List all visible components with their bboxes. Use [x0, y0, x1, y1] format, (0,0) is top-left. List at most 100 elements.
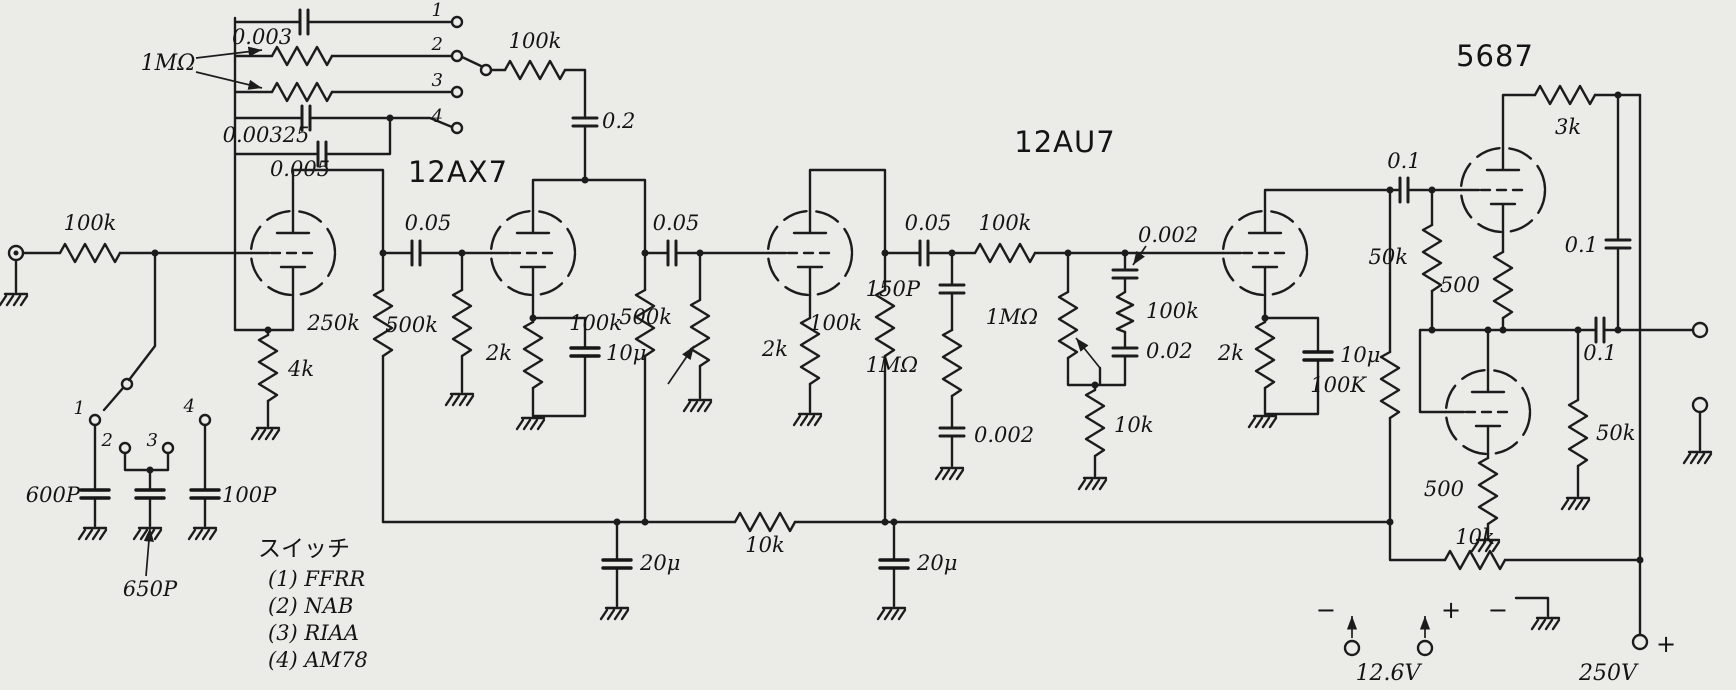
stage4: 2k 10μ 0.1 100K	[1217, 149, 1463, 524]
input-grid-res-label: 100k	[64, 211, 117, 235]
stage4-cathode-label: 2k	[1217, 341, 1244, 365]
resistor-1meg-shunt	[941, 328, 963, 398]
eq-contact-label-3: 3	[432, 70, 443, 91]
capacitor-600p	[79, 488, 111, 500]
capacitor-20u-1	[601, 558, 633, 570]
ground-icon	[1560, 496, 1591, 511]
tone-shunt-cap-label: 0.002	[974, 423, 1034, 447]
tone-bass-cap-label: 0.02	[1146, 339, 1193, 363]
capacitor-100p	[189, 488, 221, 500]
resistor-tone-10k	[1084, 388, 1106, 458]
ground-icon	[876, 606, 907, 621]
eq-switch-wiper	[479, 63, 493, 77]
resistor-50k-load	[1567, 398, 1589, 468]
tone-treble-pot-label: 1MΩ	[986, 305, 1038, 329]
input-section: 100k	[0, 211, 253, 382]
cap-100p-label: 100P	[222, 483, 277, 507]
ground-icon	[515, 416, 546, 431]
feed-res-label: 10k	[1455, 525, 1494, 549]
tube-v3b	[1444, 368, 1532, 456]
stage3-cathode-label: 2k	[761, 337, 788, 361]
ground-icon	[1247, 414, 1278, 429]
tone-wiper-arrow	[1075, 337, 1101, 369]
output-lower-cathode-label: 500	[1424, 477, 1464, 501]
ground-icon	[599, 606, 630, 621]
resistor-input-100k	[58, 242, 122, 264]
resistor-eq-100k	[503, 59, 567, 81]
tone-shunt-pot-label: 1MΩ	[866, 353, 918, 377]
supply-wires	[381, 93, 1642, 637]
ground-icon	[682, 398, 713, 413]
bplus-plus-label: +	[1656, 630, 1676, 658]
tone-treble-cap-label: 0.002	[1138, 223, 1198, 247]
capacitor-005-3	[918, 239, 930, 267]
capacitor-650p	[134, 488, 166, 500]
eq-switch-contact-2	[450, 49, 464, 63]
tube-v3a	[1459, 146, 1547, 234]
tube-label-12au7: 12AU7	[1014, 125, 1115, 159]
ground-icon	[444, 392, 475, 407]
stage1-cathode-label: 4k	[287, 357, 314, 381]
tone-150p-label: 150P	[866, 277, 921, 301]
stage2-grid-label: 500k	[385, 313, 438, 337]
output-upper-cathode-label: 500	[1440, 273, 1480, 297]
tone-mid-res-label: 100k	[1146, 299, 1199, 323]
selector-contact-2	[118, 441, 132, 455]
selector-wires	[93, 386, 207, 528]
resistor-4k	[257, 333, 279, 403]
output-cap-label: 0.1	[1583, 341, 1616, 365]
decoupling-cap-1-label: 20μ	[639, 551, 680, 575]
tube-v2a	[766, 209, 854, 297]
tube-v2b	[1221, 209, 1309, 297]
stage2-cathode-label: 2k	[485, 341, 512, 365]
selector-contact-1	[88, 413, 102, 427]
ground-icon	[0, 292, 29, 307]
switch-legend: スイッチ (1) FFRR (2) NAB (3) RIAA (4) AM78	[258, 536, 368, 672]
stage1-plate-label: 250k	[306, 311, 360, 335]
rail-res-label: 10k	[745, 533, 784, 557]
output-ground-terminal	[1691, 396, 1709, 414]
eq-cap-a-label: 0.003	[232, 25, 292, 49]
bplus-terminal	[1631, 633, 1649, 651]
stage2-coupling-label: 0.05	[653, 211, 700, 235]
eq-res-pair-label: 1MΩ	[141, 51, 196, 76]
selector-label-1: 1	[74, 398, 85, 419]
resistor-3k	[1533, 84, 1597, 106]
eq-contact-label-2: 2	[431, 34, 443, 55]
eq-series-res-label: 100k	[509, 29, 562, 53]
legend-item-2: (2) NAB	[268, 594, 353, 618]
eq-switch-contact-1	[450, 15, 464, 29]
ground-icon	[792, 412, 823, 427]
stage3-plate-label: 100k	[809, 311, 862, 335]
tube-label-5687: 5687	[1456, 39, 1534, 73]
legend-title: スイッチ	[258, 536, 350, 562]
eq-contact-label-4: 4	[431, 106, 443, 127]
output-wires	[1418, 93, 1702, 540]
capacitor-20u-2	[878, 558, 910, 570]
bplus-voltage-label: 250V	[1578, 661, 1639, 686]
stage3-coupling-label: 0.05	[905, 211, 952, 235]
cap-600p-label: 600P	[26, 483, 81, 507]
resistor-1meg-a	[270, 45, 334, 67]
legend-item-4: (4) AM78	[268, 648, 368, 672]
selector-label-2: 2	[101, 430, 113, 451]
resistor-mid-100k	[1115, 290, 1135, 334]
eq-contact-label-1: 1	[432, 0, 443, 21]
ground-icon	[132, 526, 163, 541]
resistor-1meg-b	[270, 81, 334, 103]
capacitor-01-output	[1594, 316, 1606, 344]
tone-shunt-res-label: 10k	[1114, 413, 1153, 437]
stage2-wires	[460, 178, 770, 524]
stage3: 2k 100k 0.05	[761, 168, 977, 524]
heater-plus-label: +	[1441, 596, 1461, 624]
resistor-rail-10k	[733, 511, 797, 533]
stage4-plate-label: 100K	[1310, 373, 1367, 397]
junction-dots	[146, 91, 1644, 564]
stage4-coupling-label: 0.1	[1387, 149, 1420, 173]
tube-label-12ax7: 12AX7	[408, 155, 508, 189]
potentiometer-500k	[689, 298, 711, 368]
stage2: 500k 2k 10μ 100k 0.05 500k	[385, 178, 770, 524]
volume-wiper-arrow	[667, 345, 695, 385]
output-load-res-label: 50k	[1596, 421, 1635, 445]
output-stage: 5687 3k 50k 500 0.1 0.1 500 50k	[1369, 39, 1713, 553]
